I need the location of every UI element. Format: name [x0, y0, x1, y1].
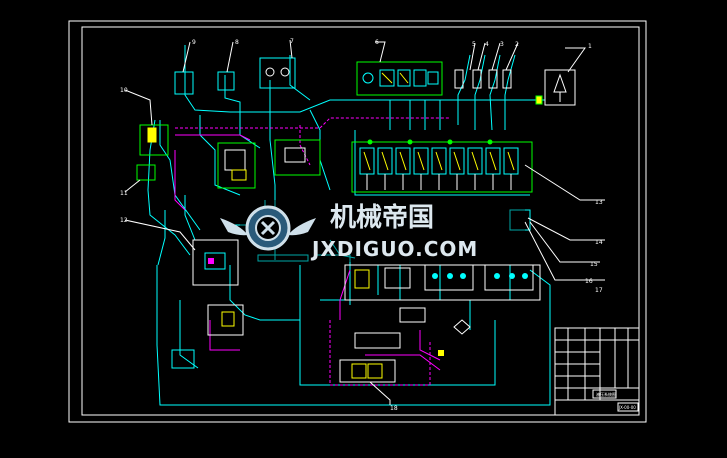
- watermark: 机械帝国 JXDIGUO.COM: [220, 200, 525, 262]
- multi-way-valve-bank: [351, 139, 533, 193]
- part-label-16: 16: [585, 278, 593, 285]
- inner-frame: [81, 26, 640, 416]
- part-label-7: 7: [290, 38, 294, 45]
- title-block-drawing-number: JX-00-00: [618, 405, 636, 410]
- valve-bank-housing: [351, 141, 533, 193]
- part-label-17: 17: [595, 287, 603, 294]
- part-label-9: 9: [192, 39, 196, 46]
- part-label-13: 13: [595, 199, 603, 206]
- top-actuators: [174, 57, 576, 106]
- component-11-box: [136, 164, 156, 181]
- component-8-box: [174, 71, 194, 95]
- component-13-box: [192, 239, 239, 286]
- component-1-box: [544, 69, 576, 106]
- filter-box: [207, 304, 244, 336]
- pump-box: [171, 349, 195, 369]
- outer-frame: [68, 20, 647, 423]
- bottom-components: [257, 209, 541, 383]
- component-10-box: [139, 124, 169, 156]
- component-7-box: [259, 57, 296, 89]
- part-label-18: 18: [390, 405, 398, 412]
- leader-lines: [124, 39, 605, 405]
- pilot-line-network: [174, 117, 450, 386]
- valve-mid-bottom: [354, 332, 401, 349]
- part-label-3: 3: [500, 41, 504, 48]
- part-label-11: 11: [120, 190, 128, 197]
- watermark-chinese: 机械帝国: [330, 202, 434, 233]
- gear-logo-icon: [220, 205, 316, 251]
- title-block-name: 液压系统图: [596, 391, 616, 397]
- part-label-1: 1: [588, 43, 592, 50]
- component-9-box: [217, 71, 235, 91]
- part-label-2: 2: [515, 41, 519, 48]
- part-label-14: 14: [595, 239, 603, 246]
- part-label-10: 10: [120, 87, 128, 94]
- valve-block-mid-left: [217, 142, 256, 189]
- part-label-15: 15: [590, 261, 598, 268]
- part-number-labels: 1 2 3 4 5 6 7 8 9 10 11 12 13 14 15 16 1…: [120, 38, 603, 412]
- component-6-box: [356, 61, 443, 96]
- valve-block-mid: [274, 139, 321, 176]
- part-label-12: 12: [120, 217, 128, 224]
- part-label-6: 6: [375, 39, 379, 46]
- left-components: [136, 124, 321, 369]
- component-row-bottom: [344, 264, 541, 301]
- part-label-5: 5: [472, 41, 476, 48]
- part-label-4: 4: [485, 41, 489, 48]
- watermark-english: JXDIGUO.COM: [310, 237, 478, 261]
- component-18-box: [339, 359, 396, 383]
- title-block: [554, 327, 640, 416]
- part-label-8: 8: [235, 39, 239, 46]
